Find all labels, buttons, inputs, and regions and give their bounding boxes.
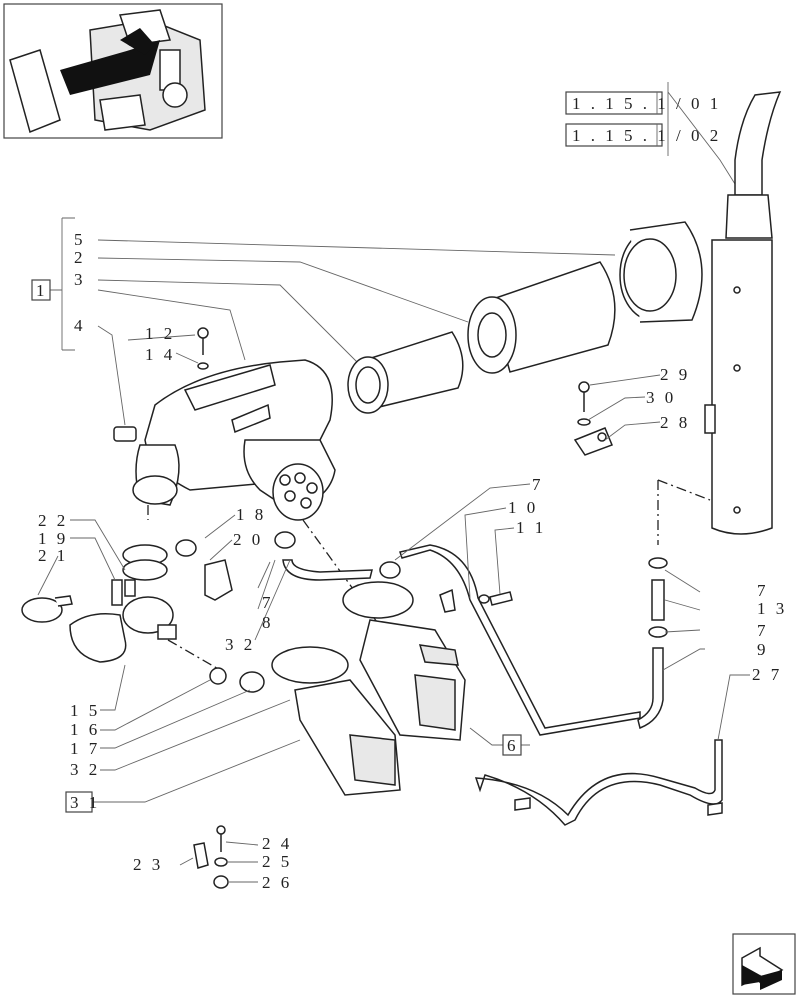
label-5: 5 [74,230,86,249]
tractor-engine-thumbnail-icon[interactable] [3,3,223,139]
label-28: 2 8 [660,413,690,432]
boxed-label-31[interactable]: 3 1 [65,791,100,813]
label-22: 2 2 [38,511,68,530]
bolt-11 [478,591,513,606]
label-25: 2 5 [262,852,292,871]
air-cleaner-housing [132,359,336,521]
svg-text:3 1: 3 1 [70,793,100,812]
bracket-28 [573,427,613,456]
label-11: 1 1 [516,518,546,537]
label-19: 1 9 [38,529,68,548]
reference-text-2: 1 . 1 5 . 1 / 0 2 [572,126,721,145]
label-10: 1 0 [508,498,538,517]
label-18: 1 8 [236,505,266,524]
vacuator-valve [113,426,137,442]
filter-cover [619,221,703,323]
clamp-16 [209,667,227,685]
boxed-label-6[interactable]: 6 [502,734,522,756]
bolt-12 [197,327,209,370]
label-29: 2 9 [660,365,690,384]
bolt-29 [577,381,591,426]
intake-elbow-15 [69,596,177,663]
label-12: 1 2 [145,324,175,343]
label-9: 9 [757,640,769,659]
label-20: 2 0 [233,530,263,549]
svg-text:6: 6 [507,736,519,755]
label-3: 3 [74,270,86,289]
reference-box-2[interactable]: 1 . 1 5 . 1 / 0 2 [565,123,721,147]
svg-text:1: 1 [36,281,48,300]
pre-cleaner-6 [342,581,466,741]
main-filter-element [467,261,616,374]
label-23: 2 3 [133,855,163,874]
label-7d: 7 [757,621,769,640]
label-13: 1 3 [757,599,787,618]
next-page-arrow-icon[interactable] [732,933,796,995]
label-7b: 7 [532,475,544,494]
label-21: 2 1 [38,546,68,565]
hose-clamp-22 [122,544,168,581]
label-27: 2 7 [752,665,782,684]
reference-text-1: 1 . 1 5 . 1 / 0 1 [572,94,721,113]
label-16: 1 6 [70,720,100,739]
label-24: 2 4 [262,834,292,853]
label-15: 1 5 [70,701,100,720]
label-4: 4 [74,316,86,335]
reference-box-1[interactable]: 1 . 1 5 . 1 / 0 1 [565,91,721,115]
hardware-23-26 [193,825,229,889]
elbow-hose-20 [204,559,233,601]
label-30: 3 0 [646,388,676,407]
boxed-label-1[interactable]: 1 [31,279,51,301]
label-26: 2 6 [262,873,292,892]
connector-19 [111,579,136,606]
exhaust-pipe [704,91,782,535]
label-2: 2 [74,248,86,267]
label-14: 1 4 [145,345,175,364]
hose-8 [274,531,401,581]
pre-cleaner-31 [271,646,401,796]
hose-clamp-21 [21,595,73,623]
label-17: 1 7 [70,739,100,758]
label-32b: 3 2 [70,760,100,779]
label-7a: 7 [262,593,274,612]
label-7c: 7 [757,581,769,600]
pipe-10 [399,544,641,736]
pipe-27 [474,739,723,826]
safety-filter-element [347,331,464,414]
label-32a: 3 2 [225,635,255,654]
clamp-18 [175,539,197,557]
label-8: 8 [262,613,274,632]
pipe-9 [637,557,668,730]
cap-17 [239,671,265,693]
